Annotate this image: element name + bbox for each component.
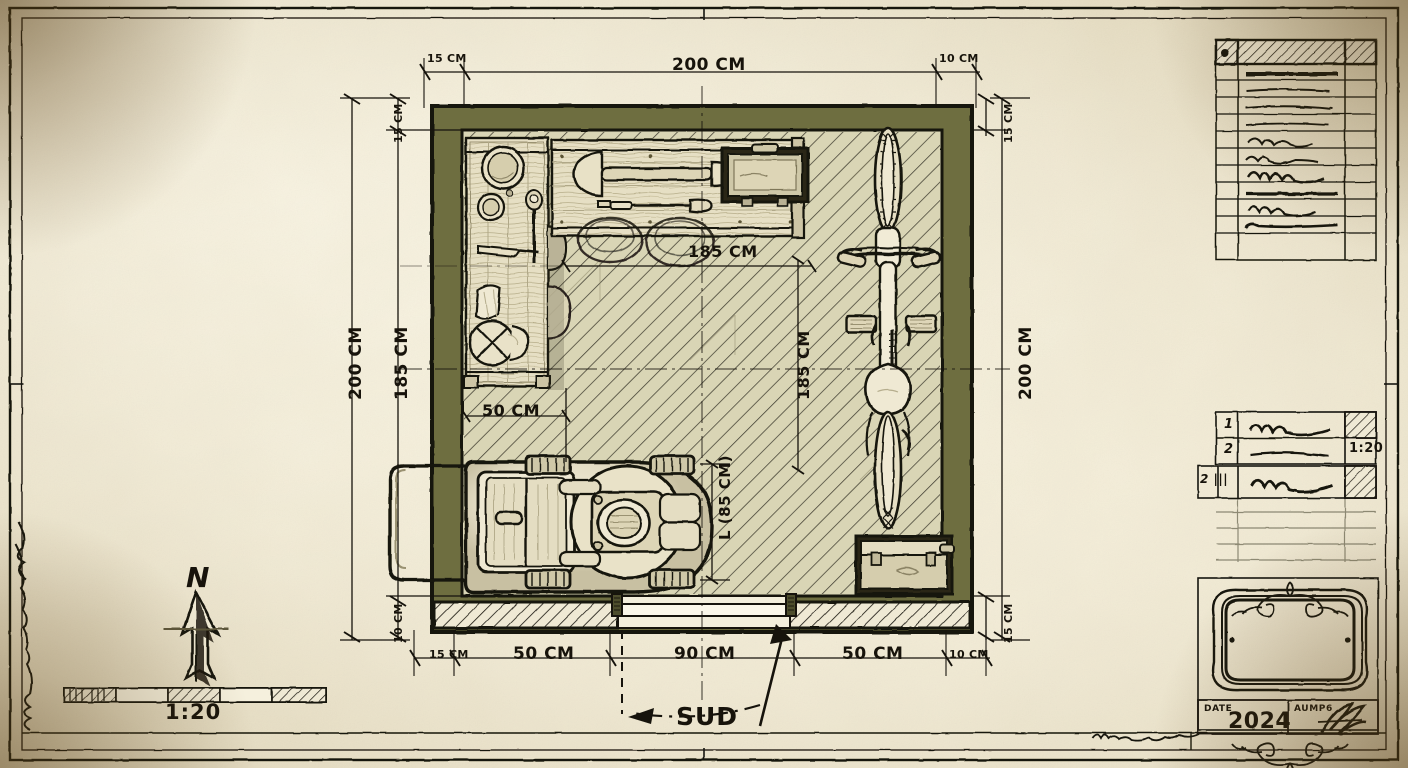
dim-top-right-10: 10 CM — [939, 52, 979, 65]
dim-interior-185-vertical: 185 CM — [794, 330, 813, 400]
revision-row-1-num: 1 — [1224, 417, 1234, 432]
dim-left-inner-185: 185 CM — [392, 326, 412, 400]
dim-top-200: 200 CM — [672, 55, 746, 75]
footer-handwriting — [1091, 733, 1200, 742]
dim-interior-50: 50 CM — [482, 401, 540, 420]
cartouche — [1197, 577, 1379, 768]
revision-row-2-num: 2 — [1224, 442, 1234, 457]
dim-right-top-15: 15 CM — [1002, 103, 1015, 143]
dim-bottom-15: 15 CM — [429, 648, 469, 661]
floor-toolbox[interactable] — [854, 534, 955, 596]
dim-interior-185-horizontal: 185 CM — [688, 242, 758, 261]
dim-right-outer-200: 200 CM — [1016, 326, 1036, 400]
dim-mower-depth: L (85 CM) — [716, 454, 734, 540]
dim-left-outer-200: 200 CM — [346, 326, 366, 400]
dim-bottom-50-left: 50 CM — [513, 644, 575, 664]
dim-left-top-15: 15 CM — [392, 103, 405, 143]
dim-top-left-15: 15 CM — [427, 52, 467, 65]
title-block — [1189, 18, 1379, 768]
wall-mounted-toolbox[interactable] — [720, 143, 810, 207]
dim-right-bottom-15: 15 CM — [1002, 603, 1015, 643]
revision-scale-value: 1:20 — [1349, 441, 1384, 456]
shed-plan — [388, 86, 1010, 700]
dim-left-bottom-10: 10 CM — [392, 603, 405, 643]
revision-table — [1197, 411, 1377, 562]
entrance-door[interactable] — [611, 593, 797, 629]
north-arrow — [164, 588, 228, 686]
title-block-top-table — [1214, 38, 1378, 261]
south-label: SUD — [676, 702, 739, 731]
date-value: 2024 — [1228, 709, 1292, 734]
dim-bottom-10: 10 CM — [949, 648, 989, 661]
left-margin-handwriting — [15, 521, 33, 731]
north-label: N — [186, 561, 210, 594]
dim-bottom-90: 90 CM — [674, 644, 736, 664]
dim-bottom-50-right: 50 CM — [842, 644, 904, 664]
scale-bar-label: 1:20 — [165, 700, 222, 724]
author-label: AUMP6 — [1294, 704, 1333, 714]
revision-row-4-num: 2 ||| — [1200, 472, 1229, 486]
